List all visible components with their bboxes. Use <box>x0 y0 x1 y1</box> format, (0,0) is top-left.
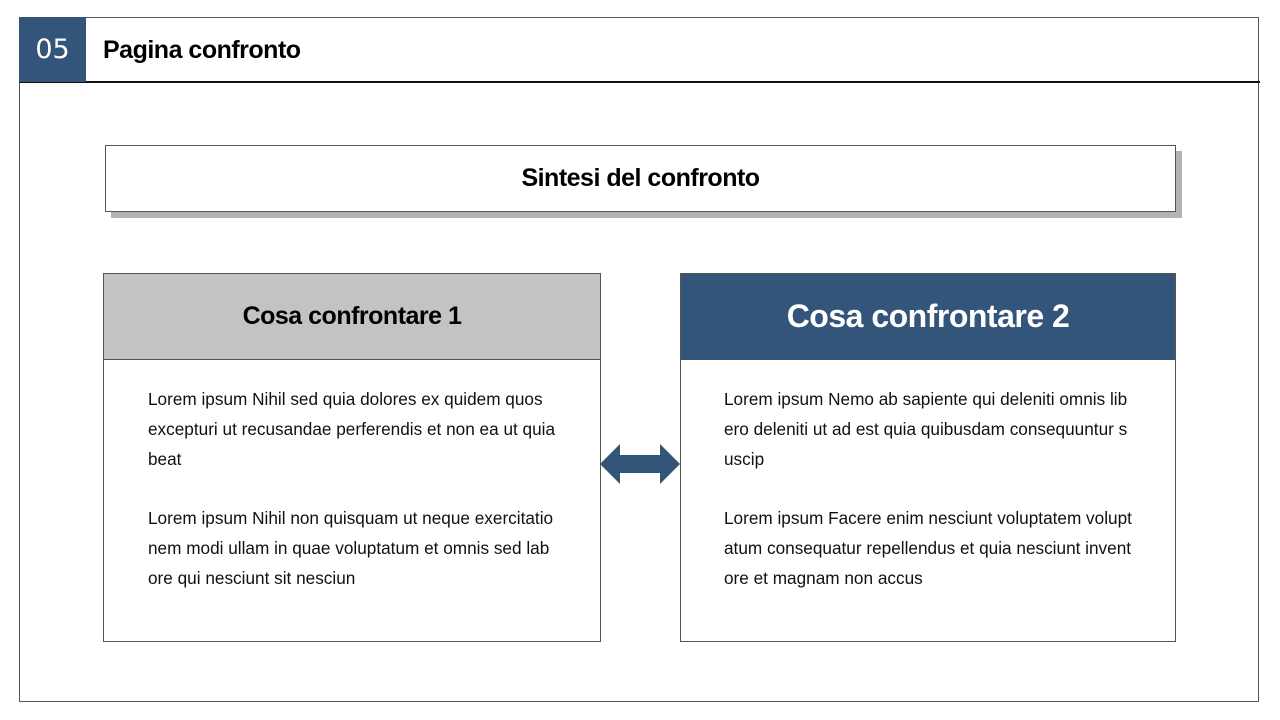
summary-title: Sintesi del confronto <box>521 164 760 192</box>
summary-box: Sintesi del confronto <box>105 145 1176 212</box>
card-left-paragraph-1: Lorem ipsum Nihil sed quia dolores ex qu… <box>148 389 556 469</box>
card-right-title: Cosa confrontare 2 <box>786 298 1070 334</box>
card-right-body: Lorem ipsum Nemo ab sapiente qui delenit… <box>681 360 1175 593</box>
card-left-body: Lorem ipsum Nihil sed quia dolores ex qu… <box>104 360 600 593</box>
slide-frame <box>19 17 1259 702</box>
page-title: Pagina confronto <box>103 36 301 64</box>
header-divider <box>19 81 1260 83</box>
card-right-header: Cosa confrontare 2 <box>681 274 1175 360</box>
comparison-card-left: Cosa confrontare 1 Lorem ipsum Nihil sed… <box>103 273 601 642</box>
comparison-card-right: Cosa confrontare 2 Lorem ipsum Nemo ab s… <box>680 273 1176 642</box>
slide-number-badge: 05 <box>19 17 86 82</box>
card-left-paragraph-2: Lorem ipsum Nihil non quisquam ut neque … <box>148 508 554 588</box>
card-right-paragraph-2: Lorem ipsum Facere enim nesciunt volupta… <box>724 508 1132 588</box>
double-arrow-icon <box>600 444 680 484</box>
card-left-header: Cosa confrontare 1 <box>104 274 600 360</box>
card-right-paragraph-1: Lorem ipsum Nemo ab sapiente qui delenit… <box>724 389 1128 469</box>
card-left-title: Cosa confrontare 1 <box>242 302 462 330</box>
slide-number: 05 <box>35 34 70 65</box>
